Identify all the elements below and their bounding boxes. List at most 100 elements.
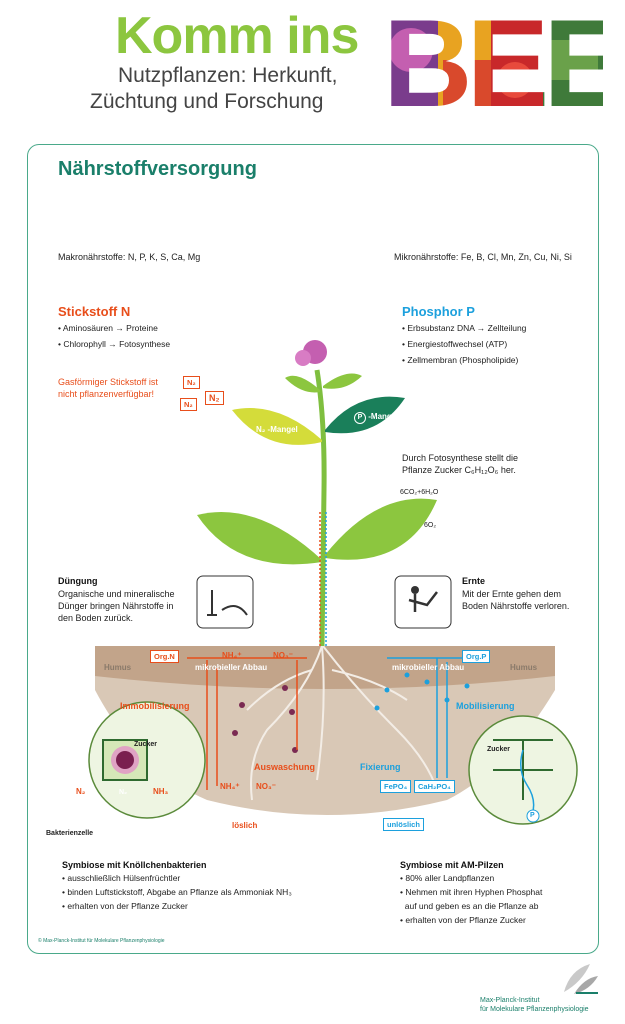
bullet-item: • erhalten von der Pflanze Zucker (62, 901, 188, 911)
leaching-label: Auswaschung (254, 762, 316, 772)
fertilizer-line3: den Boden zurück. (58, 613, 134, 623)
institute-line1: Max-Planck-Institut (480, 997, 540, 1004)
header-subtitle-line1: Nutzpflanzen: Herkunft, (118, 64, 338, 87)
harvest-icon (394, 575, 452, 629)
org-p-box: Org.P (462, 650, 491, 663)
mpi-logo (564, 964, 598, 994)
bullet-item: • binden Luftstickstoff, Abgabe an Pflan… (62, 887, 292, 897)
bullet-text: erhalten von der Pflanze Zucker (405, 915, 526, 925)
gas-note-line1: Gasförmiger Stickstoff ist (58, 377, 158, 387)
org-n-box: Org.N (150, 650, 179, 663)
gas-note-line2: nicht pflanzenverfügbar! (58, 389, 155, 399)
symbiosis-fungi-title: Symbiose mit AM-Pilzen (400, 860, 504, 870)
harvest-line2: Boden Nährstoffe verloren. (462, 601, 570, 611)
leaf-left (197, 512, 322, 565)
symbiosis-bacteria-bullets: • ausschließlich Hülsenfrüchtler • binde… (62, 871, 292, 913)
nh4-bottom: NH₄⁺ (220, 782, 240, 791)
fertilizer-line2: Dünger bringen Nährstoffe in (58, 601, 174, 611)
bullet-text: Nehmen mit ihren Hyphen Phosphat (405, 887, 543, 897)
nitrogen-title: Stickstoff N (58, 304, 131, 319)
soluble-label: löslich (232, 821, 258, 830)
bullet-text: ausschließlich Hülsenfrüchtler (67, 873, 181, 883)
symbiosis-bacteria-title: Symbiose mit Knöllchenbakterien (62, 860, 207, 870)
p-symbol-icon: P (354, 412, 366, 424)
content-panel (27, 144, 599, 954)
leaf-top-left (285, 375, 320, 393)
phosphorus-bullet: • Zellmembran (Phospholipide) (402, 355, 519, 365)
harvest-title: Ernte (462, 576, 486, 586)
fertilizer-title: Düngung (58, 576, 98, 586)
nitrogen-bullet: • Aminosäuren → Proteine (58, 323, 158, 333)
gas-note: Gasförmiger Stickstoff ist nicht pflanze… (58, 376, 158, 400)
photosynthesis-line1: Durch Fotosynthese stellt die (402, 453, 519, 463)
copyright: © Max-Planck-Institut für Molekulare Pfl… (38, 938, 165, 944)
panel-title: Nährstoffversorgung (58, 158, 257, 180)
photosynthesis-line2: Pflanze Zucker C₆H₁₂O₆ her. (402, 465, 516, 475)
no3-bottom: NO₃⁻ (256, 782, 276, 791)
institute-name: Max-Planck-Institut für Molekulare Pflan… (480, 996, 589, 1014)
nodule-n2-in: N₂ (76, 787, 86, 796)
fixation-label: Fixierung (360, 762, 401, 772)
bullet-text: 80% aller Landpflanzen (405, 873, 495, 883)
microbial-left: mikrobieller Abbau (195, 663, 268, 672)
p-deficiency-text: -Mangel (368, 412, 399, 421)
header-subtitle-line2: Züchtung und Forschung (90, 90, 324, 113)
symbiosis-fungi-bullets: • 80% aller Landpflanzen • Nehmen mit ih… (400, 871, 542, 927)
mobilization-label: Mobilisierung (456, 701, 515, 711)
roots (246, 645, 438, 801)
n-deficiency-leaf (232, 408, 322, 445)
n-arrows (187, 657, 307, 790)
bullet-item: • Nehmen mit ihren Hyphen Phosphat (400, 887, 543, 897)
p-deficiency-label: P -Mangel (354, 412, 398, 424)
harvest-text: Mit der Ernte gehen dem Boden Nährstoffe… (462, 588, 569, 612)
n2-box: N₂ (205, 391, 224, 405)
fertilizer-line1: Organische und mineralische (58, 589, 175, 599)
bacteria-cell (116, 751, 134, 769)
microbial-right: mikrobieller Abbau (392, 663, 465, 672)
humus-left: Humus (104, 663, 132, 672)
no3-top: NO₃⁻ (273, 651, 293, 660)
immobilization-label: Immobilisierung (120, 701, 190, 711)
bacteria-cell-label: Bakterienzelle (46, 830, 94, 837)
phosphorus-bullet: • Energiestoffwechsel (ATP) (402, 339, 508, 349)
n2-box: N₂ (180, 398, 197, 411)
beet-logo: BEET (383, 10, 603, 110)
humus-right: Humus (510, 663, 538, 672)
bullet-item: • erhalten von der Pflanze Zucker (400, 915, 526, 925)
bullet-item: • 80% aller Landpflanzen (400, 873, 495, 883)
institute-line2: für Molekulare Pflanzenphysiologie (480, 1006, 589, 1013)
nodule-nh3: NH₃ (153, 787, 169, 796)
fungi-p: P (530, 812, 535, 819)
bullet-text: erhalten von der Pflanze Zucker (67, 901, 188, 911)
photosynthesis-output: 6O₂ (424, 522, 437, 529)
soil-body (95, 646, 555, 815)
nitrogen-bullet-text: Aminosäuren → Proteine (62, 323, 158, 333)
phosphorus-bullet-text: Zellmembran (Phospholipide) (407, 355, 519, 365)
phosphorus-bullet: • Erbsubstanz DNA → Zellteilung (402, 323, 527, 333)
fertilizer-icon (196, 575, 254, 629)
phosphate-dots (374, 672, 470, 711)
micro-nutrients: Mikronährstoffe: Fe, B, Cl, Mn, Zn, Cu, … (394, 252, 572, 262)
nitrogen-bullet-text: Chlorophyll → Fotosynthese (63, 339, 171, 349)
phosphorus-bullet-text: Erbsubstanz DNA → Zellteilung (407, 323, 527, 333)
macro-nutrients: Makronährstoffe: N, P, K, S, Ca, Mg (58, 252, 201, 262)
nodule-sugar: Zucker (134, 741, 157, 748)
harvest-line1: Mit der Ernte gehen dem (462, 589, 562, 599)
nh4-top: NH₄⁺ (222, 651, 242, 660)
fungi-sugar: Zucker (487, 746, 510, 753)
bullet-item: • ausschließlich Hülsenfrüchtler (62, 873, 181, 883)
cah2po4-box: CaH₂PO₄ (414, 780, 455, 793)
humus-layer (95, 646, 555, 689)
bullet-item: auf und geben es an die Pflanze ab (400, 899, 542, 913)
photosynthesis-note: Durch Fotosynthese stellt die Pflanze Zu… (402, 452, 518, 476)
fertilizer-text: Organische und mineralische Dünger bring… (58, 588, 175, 624)
leaf-top-right (323, 373, 362, 389)
leaf-right (325, 498, 437, 560)
photosynthesis-input: 6CO₂+6H₂O (400, 489, 439, 496)
insoluble-label: unlöslich (383, 818, 424, 831)
n-deficiency-label: N₂ -Mangel (256, 425, 298, 434)
bullet-text: auf und geben es an die Pflanze ab (404, 901, 539, 911)
nutrient-dots (232, 685, 298, 753)
bullet-text: binden Luftstickstoff, Abgabe an Pflanze… (67, 887, 292, 897)
phosphorus-title: Phosphor P (402, 304, 475, 319)
